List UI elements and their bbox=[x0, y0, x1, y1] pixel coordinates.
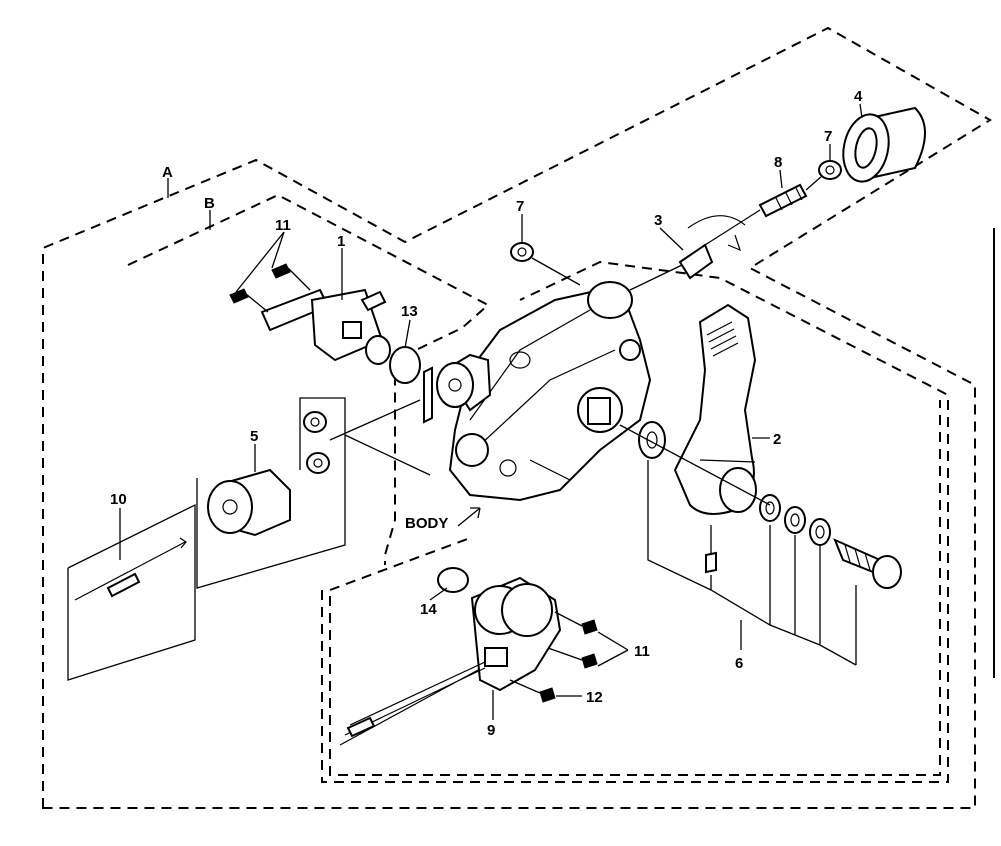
label-part-7-right: 7 bbox=[824, 128, 832, 145]
group-a-outline bbox=[42, 26, 992, 809]
main-body bbox=[448, 281, 652, 502]
label-part-5: 5 bbox=[250, 428, 258, 445]
part-10-cable bbox=[74, 537, 187, 601]
part-5-bushing bbox=[207, 468, 291, 537]
inner-lower-outline bbox=[329, 400, 941, 776]
part-1-plunger bbox=[260, 288, 391, 365]
body-cylinder-left bbox=[436, 353, 492, 412]
part-12-screw bbox=[509, 679, 556, 703]
label-part-14: 14 bbox=[420, 601, 437, 618]
part-7-nut-left bbox=[510, 242, 581, 286]
axis-line-2 bbox=[344, 434, 431, 476]
axis-line-1 bbox=[329, 399, 421, 441]
callout-labels: A B 1 2 3 4 5 6 7 7 8 9 10 11 11 12 13 1… bbox=[110, 88, 863, 739]
right-frame-edge bbox=[993, 228, 1001, 678]
part-11-screws-lower bbox=[547, 611, 598, 669]
part-11-screws-upper bbox=[229, 263, 311, 313]
label-part-9: 9 bbox=[487, 722, 495, 739]
label-part-7-left: 7 bbox=[516, 198, 524, 215]
label-part-10: 10 bbox=[110, 491, 127, 508]
bracket-5 bbox=[196, 397, 346, 589]
part-2-lever bbox=[673, 303, 757, 515]
lever-screw bbox=[705, 525, 717, 574]
washers bbox=[638, 421, 831, 546]
label-part-12: 12 bbox=[586, 689, 603, 706]
label-part-2: 2 bbox=[773, 431, 781, 448]
bracket-10 bbox=[67, 503, 196, 681]
axis-line-3 bbox=[619, 424, 771, 506]
label-part-8: 8 bbox=[774, 154, 782, 171]
label-part-13: 13 bbox=[401, 303, 418, 320]
label-body: BODY bbox=[405, 515, 448, 532]
label-part-11-lower: 11 bbox=[634, 643, 650, 660]
label-group-b: B bbox=[204, 195, 215, 212]
label-part-4: 4 bbox=[854, 88, 863, 105]
label-part-11-upper: 11 bbox=[275, 217, 291, 234]
label-group-a: A bbox=[162, 164, 173, 181]
part-14-oring bbox=[437, 567, 469, 593]
part-3-cable-end bbox=[629, 209, 761, 291]
bracket-6 bbox=[647, 460, 857, 666]
label-part-3: 3 bbox=[654, 212, 662, 229]
lower-group-outline bbox=[321, 260, 949, 783]
bracket-nuts bbox=[303, 411, 330, 474]
label-part-1: 1 bbox=[337, 233, 345, 250]
part-4-fitting bbox=[842, 106, 926, 183]
part-9-sensor bbox=[339, 576, 562, 746]
group-b-outline bbox=[127, 193, 490, 565]
label-part-6: 6 bbox=[735, 655, 743, 672]
part-7-nut-upper bbox=[818, 160, 842, 180]
part-13-oring bbox=[389, 346, 421, 384]
leader-lines bbox=[119, 103, 863, 720]
pin bbox=[423, 366, 433, 424]
part-8-spring bbox=[758, 175, 823, 218]
bolt bbox=[833, 538, 902, 589]
